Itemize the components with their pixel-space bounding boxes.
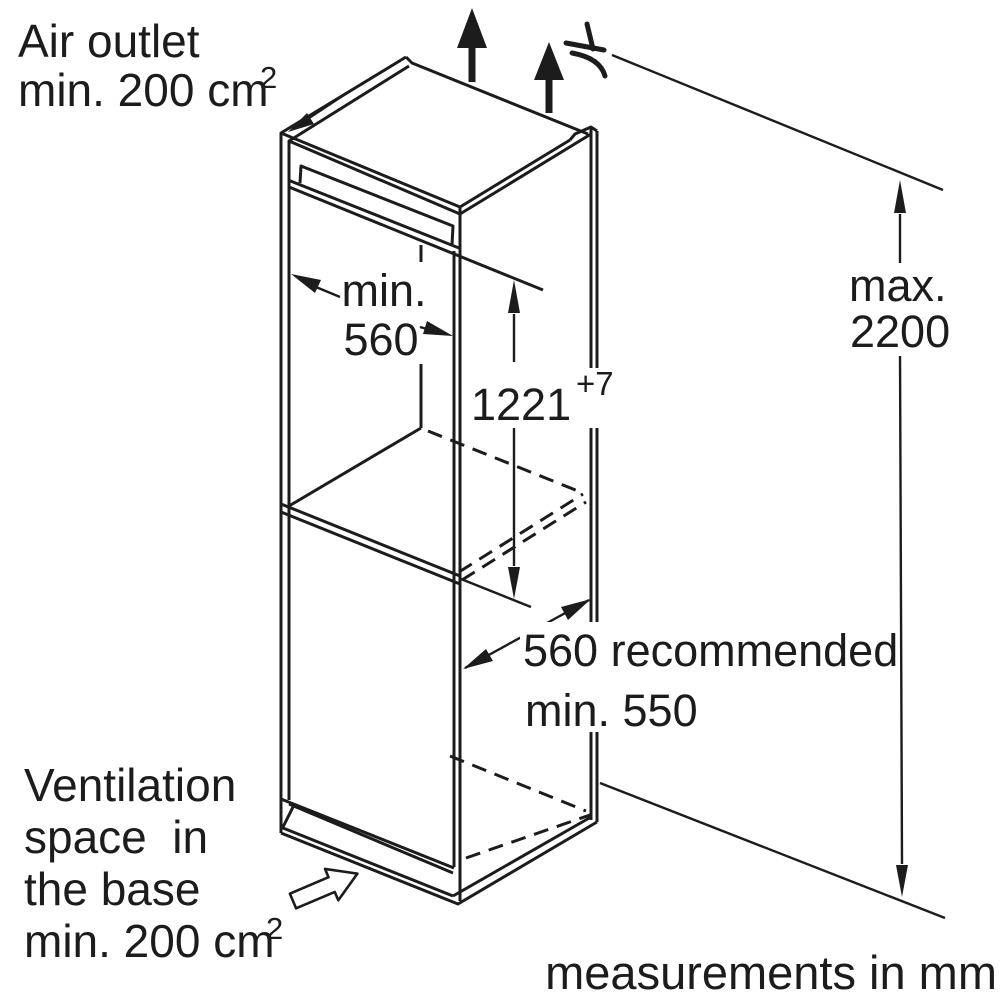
text-mask (342, 262, 432, 364)
niche-width-value: 560 (343, 314, 418, 365)
air-outlet-leader-head (288, 113, 314, 132)
arrow-down-icon (508, 567, 520, 599)
top-right-notch (568, 125, 598, 141)
depth-line1: 560 recommended (523, 625, 898, 676)
dimension-max-height: max. 2200 (599, 53, 963, 920)
text-mask (845, 264, 963, 356)
leader-left (315, 285, 341, 299)
ceiling-extension-line (611, 53, 944, 192)
arrow-up-icon (508, 280, 520, 313)
arrow-left-icon (291, 274, 321, 293)
air-outlet-label: Air outlet min. 200 cm 2 (18, 15, 277, 116)
arrow-right-icon (423, 321, 453, 336)
depth-line2: min. 550 (525, 685, 698, 736)
max-height-value: 2200 (850, 306, 950, 357)
top-right-edge (459, 138, 571, 209)
top-front-edge-inner (288, 139, 461, 216)
text-mask (464, 368, 616, 428)
dimension-depth: 560 recommended min. 550 (463, 598, 898, 736)
ventilation-label: Ventilation space in the base min. 200 c… (24, 759, 283, 967)
text-mask (520, 622, 878, 732)
plinth-slot-top-inner (288, 802, 454, 875)
band-bottom-edge (287, 178, 460, 250)
air-flow-marks (288, 8, 608, 132)
arrow-down-icon (896, 865, 908, 897)
back-top-edge (404, 55, 589, 136)
dimension-niche-height: 1221 +7 (460, 280, 616, 609)
footer-note: measurements in mm (545, 946, 997, 999)
base-hidden-edge-2 (465, 813, 591, 860)
up-arrow-icon-2-head (534, 42, 564, 80)
ventilation-line1: Ventilation (24, 759, 236, 811)
shelf-front-edge-inner (280, 510, 461, 586)
shelf-front-edge (280, 502, 461, 578)
base-air-intake-arrow-icon (288, 867, 359, 910)
arrow-up-icon (894, 180, 906, 213)
floor-extension-line (599, 781, 946, 920)
bottom-right-edge-inner (452, 815, 592, 898)
top-right-edge-inner (459, 132, 592, 216)
shelf-right-hidden-edge-2 (461, 500, 587, 582)
max-height-word: max. (849, 260, 947, 311)
plinth-slot-end-cap (280, 806, 295, 830)
band-bottom-inner-reference (288, 185, 544, 292)
top-front-edge (280, 131, 461, 209)
shelf-extension-line (460, 577, 532, 609)
slot-opening (298, 164, 455, 246)
shelf-right-hidden-edge (458, 492, 584, 574)
ventilation-line3: the base (24, 863, 200, 915)
dim-line-bottom (898, 351, 904, 865)
air-outlet-line2: min. 200 cm (18, 64, 269, 116)
crossed-curve-icon (563, 21, 608, 79)
ventilation-line4: min. 200 cm (24, 915, 275, 967)
base-plinth (280, 754, 591, 910)
air-outlet-line2-sup: 2 (260, 60, 277, 95)
dimension-niche-width: min. 560 (291, 262, 453, 365)
air-outlet-slot (287, 164, 544, 292)
up-arrow-icon-head (457, 8, 487, 48)
arrow-up-right-icon (561, 599, 591, 620)
shelf-left-junction (288, 426, 422, 508)
niche-height-value: 1221 (471, 379, 571, 430)
plinth-slot-top (280, 797, 455, 870)
niche-height-tolerance: +7 (576, 365, 614, 402)
left-front-edge-inner (287, 64, 410, 800)
base-hidden-edge (449, 754, 587, 813)
niche-width-word: min. (341, 265, 426, 316)
shelf-back-hidden-edge (427, 429, 584, 495)
bottom-edge (280, 820, 598, 906)
arrow-down-left-icon (463, 649, 493, 669)
air-outlet-leader (302, 89, 351, 124)
plinth-slot-bottom (282, 826, 454, 898)
air-outlet-line1: Air outlet (18, 15, 200, 67)
ventilation-line4-sup: 2 (266, 911, 283, 946)
ventilation-line2: space in (24, 811, 208, 863)
